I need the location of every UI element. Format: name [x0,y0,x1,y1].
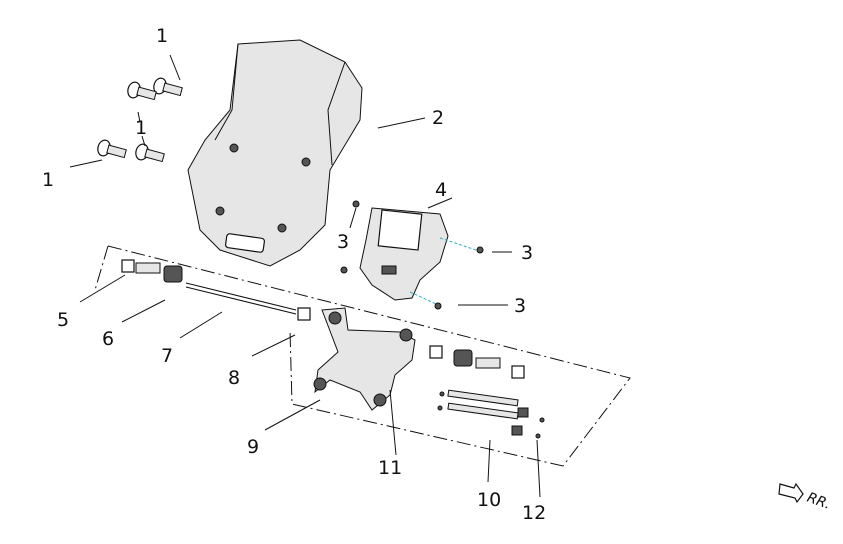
windscreen [187,39,363,267]
slide-rails-10 [437,389,545,439]
callout-1-left: 1 [42,169,54,191]
assembly-frame [107,245,631,467]
callout-4: 4 [435,179,447,201]
callout-7: 7 [161,345,173,367]
screws-1 [97,77,183,163]
main-bracket-9 [313,307,416,411]
leader-lines [69,54,541,498]
bracket-4 [340,200,484,310]
callout-3-lower: 3 [514,295,526,317]
callout-5: 5 [57,309,69,331]
callout-6: 6 [102,328,114,350]
callout-9: 9 [247,436,259,458]
assembly-frame-left [94,245,109,291]
callout-3-right: 3 [521,242,533,264]
callout-1-top: 1 [156,25,168,47]
direction-label: RR. [805,490,833,513]
callout-12: 12 [522,502,546,524]
callout-3-left: 3 [337,231,349,253]
adjuster-right [429,345,525,379]
callout-1-mid: 1 [135,117,147,139]
callout-11: 11 [378,457,402,479]
callout-8: 8 [228,367,240,389]
callout-2: 2 [432,107,444,129]
adjuster-left [121,259,311,321]
direction-arrow-icon [778,482,804,504]
callout-10: 10 [477,489,501,511]
